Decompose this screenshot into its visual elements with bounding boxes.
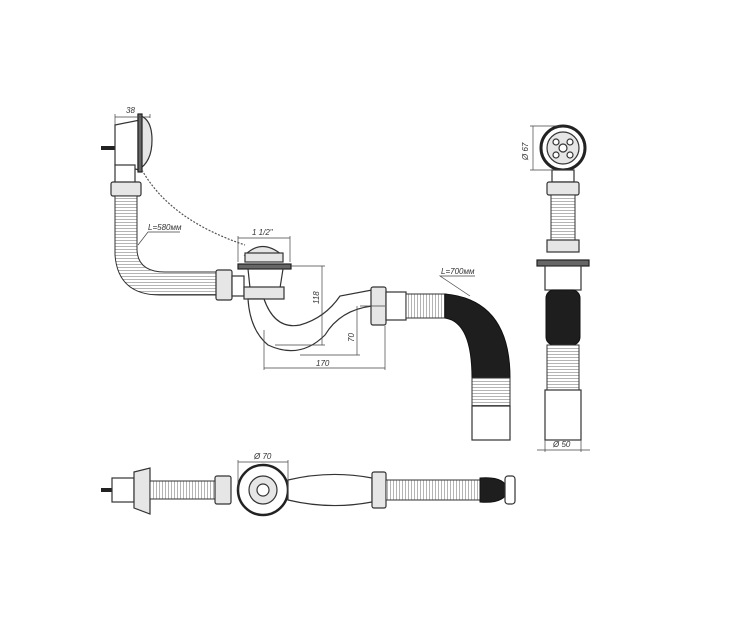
drain-thread-label: 1 1/2" (252, 228, 274, 237)
grate-diameter-label: Ø 67 (521, 142, 530, 161)
outlet-diameter-label: Ø 50 (552, 440, 571, 449)
outlet-flex-hose (444, 293, 511, 379)
overflow-corrugated-hose (114, 195, 219, 296)
overflow-rod (101, 146, 116, 150)
trap-bend (247, 289, 373, 352)
overflow-head (101, 113, 153, 184)
overflow-nut (110, 181, 142, 197)
outlet-corrugated-hose (405, 293, 447, 319)
outlet-hose-length-label: L=700мм (441, 267, 475, 276)
trap-length-label: 170 (316, 359, 330, 368)
top-view: Ø 70 (101, 452, 516, 517)
side-flex-hose (545, 289, 581, 346)
top-outlet-corrugated (385, 479, 482, 501)
outlet-cuff (471, 405, 511, 441)
trap-offset-label: 70 (347, 333, 356, 342)
side-view: Ø 67 Ø 50 (521, 124, 590, 452)
top-corrugated-hose (149, 480, 216, 500)
dimension-lines (114, 114, 475, 370)
drain-diameter-label: Ø 70 (253, 452, 272, 461)
overflow-width-label: 38 (126, 106, 135, 115)
hose-nut (215, 269, 233, 301)
trap-height-label: 118 (312, 291, 321, 304)
side-corrugated-hose (550, 194, 576, 241)
side-corrugated-end (546, 344, 580, 391)
chain (141, 169, 246, 246)
outlet-corrugated-end (471, 377, 511, 407)
front-view: 38 L=580мм 1 1/2" 118 70 170 L=700мм (101, 106, 511, 441)
overflow-hose-length-label: L=580мм (148, 223, 182, 232)
drain-nut (243, 286, 285, 300)
drain-body (237, 245, 292, 300)
